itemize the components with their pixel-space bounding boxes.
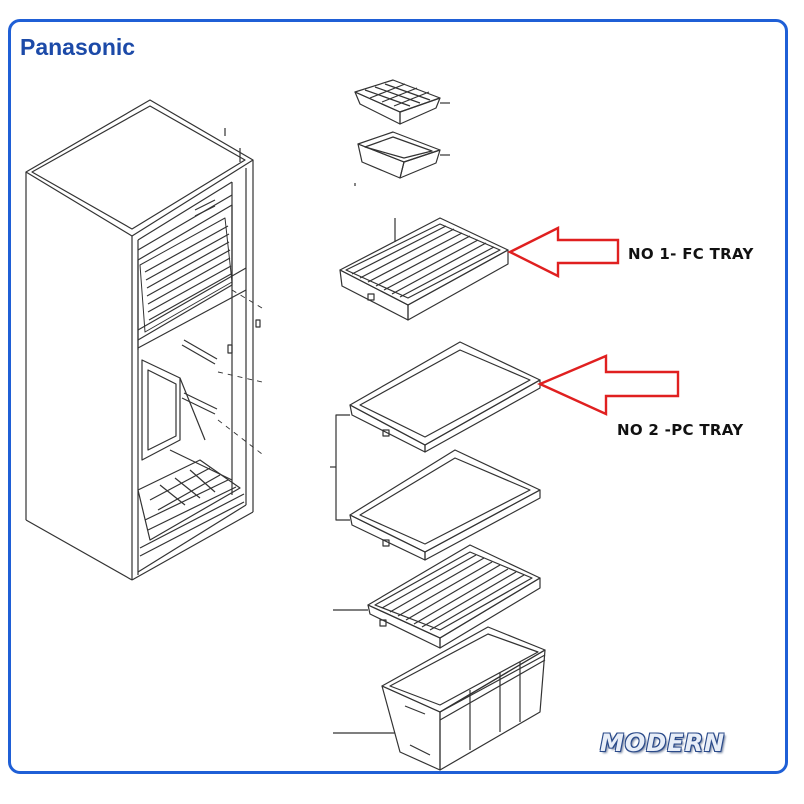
- pc-tray-label: NO 2 -PC TRAY: [617, 421, 744, 439]
- glass-shelf: [349, 449, 541, 561]
- callout-arrows: [507, 226, 680, 416]
- pc-tray-arrow: [537, 354, 680, 416]
- fc-tray-arrow: [507, 226, 620, 278]
- ice-bin: [354, 131, 450, 186]
- watermark-logo: MODERN: [600, 729, 726, 757]
- crisper-cover: [333, 544, 541, 649]
- fc-tray: [339, 217, 509, 321]
- pc-tray: [349, 341, 541, 453]
- ice-tray: [354, 79, 450, 125]
- brand-logo: Panasonic: [20, 34, 136, 60]
- fc-tray-label: NO 1- FC TRAY: [628, 245, 754, 263]
- refrigerator-body: [25, 99, 261, 581]
- crisper-drawer: [333, 626, 546, 771]
